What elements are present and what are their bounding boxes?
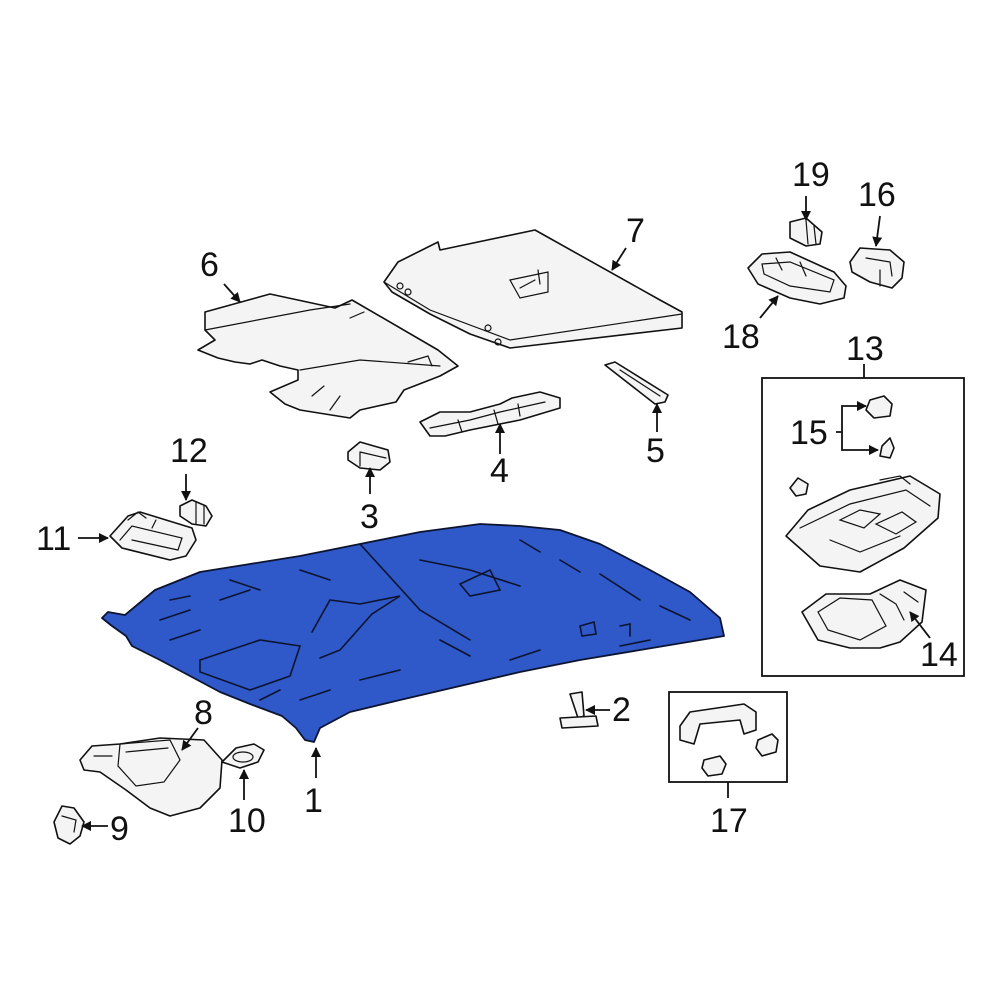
callout-2: 2: [612, 691, 631, 729]
part-5-strip[interactable]: [604, 361, 669, 405]
callout-16: 16: [858, 176, 896, 214]
callout-17: 17: [710, 802, 748, 840]
part-9-holder[interactable]: [53, 805, 85, 845]
part-6-insulation-pad[interactable]: [197, 293, 459, 419]
callout-9: 9: [110, 810, 129, 848]
part-19-bulb[interactable]: [789, 217, 823, 247]
part-17-assist-grip-box[interactable]: [668, 691, 788, 783]
callout-4: 4: [490, 452, 509, 490]
callout-6: 6: [200, 246, 219, 284]
callout-10: 10: [228, 802, 266, 840]
part-18-lamp[interactable]: [747, 251, 847, 305]
part-7-roof-panel[interactable]: [383, 229, 683, 349]
callout-3: 3: [360, 498, 379, 536]
part-11-lamp[interactable]: [109, 511, 197, 561]
callout-5: 5: [646, 432, 665, 470]
callout-14: 14: [920, 636, 958, 674]
callout-7: 7: [626, 212, 645, 250]
part-2-fastener[interactable]: [559, 691, 599, 729]
part-15-clip-b: [879, 437, 895, 459]
callout-8: 8: [194, 694, 213, 732]
callout-18: 18: [722, 318, 760, 356]
callout-19: 19: [792, 156, 830, 194]
leader-lines: [78, 196, 931, 831]
part-8-sun-visor[interactable]: [79, 737, 223, 817]
callout-15: 15: [790, 414, 828, 452]
part-3-clip[interactable]: [347, 441, 391, 471]
callout-11: 11: [36, 520, 71, 558]
part-13-overhead-console-box[interactable]: [761, 377, 965, 677]
part-10-clip[interactable]: [221, 743, 265, 769]
part-16-socket[interactable]: [849, 247, 905, 289]
part-15-clip-a: [865, 395, 893, 419]
part-1-headliner[interactable]: [101, 523, 725, 743]
part-12-bulb[interactable]: [179, 499, 213, 527]
callout-1: 1: [304, 782, 323, 820]
callout-12: 12: [170, 432, 208, 470]
callout-labels: 1 2 3 4 5 6 7 8 9 10 11 12 13 14 15 16 1…: [36, 156, 958, 848]
callout-13: 13: [846, 330, 884, 368]
part-4-bracket[interactable]: [419, 391, 561, 437]
